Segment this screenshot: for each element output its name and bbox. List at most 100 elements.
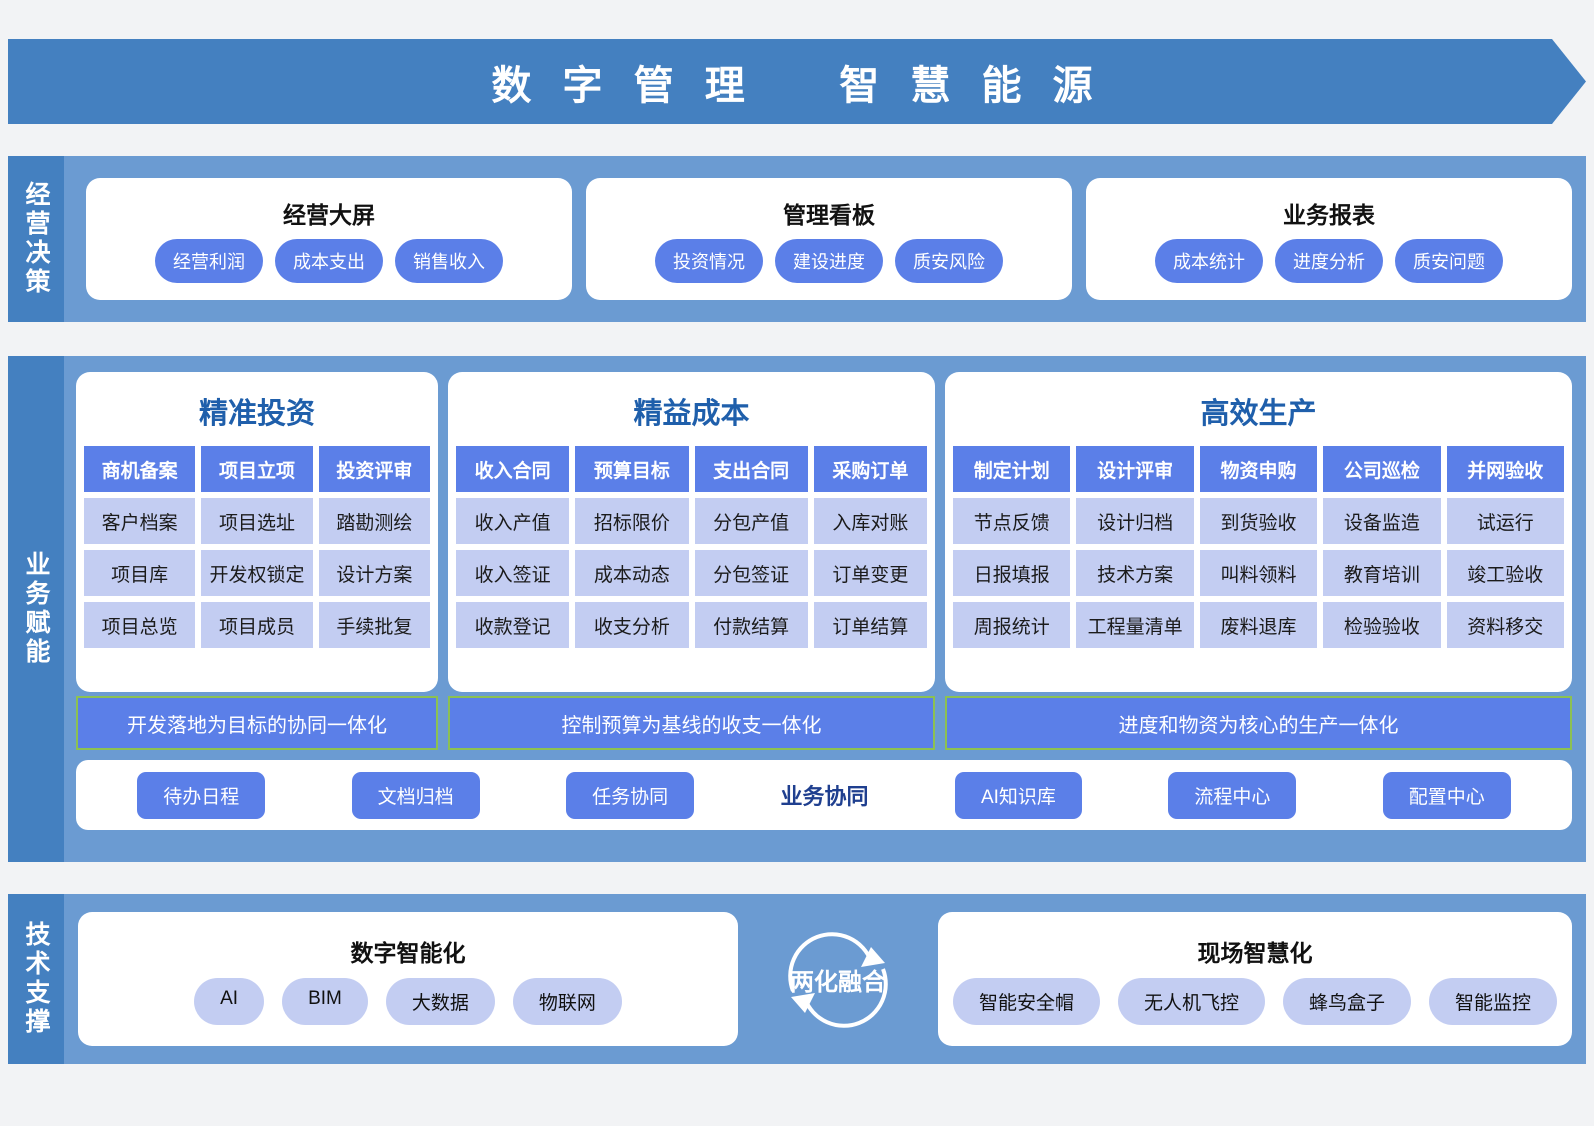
tech-card-digital-title: 数字智能化 bbox=[350, 939, 466, 966]
tech-card-row: 数字智能化 AI BIM 大数据物联网 两化融合 现场智慧化 智能安全帽无人机飞控蜂… bbox=[78, 912, 1572, 1046]
enablement-card: 高效生产制定计划设计评审物资申购公司巡检并网验收节点反馈设计归档到货验收设备监造… bbox=[945, 372, 1572, 692]
enablement-grid-header[interactable]: 并网验收 bbox=[1446, 446, 1564, 492]
sync-circular-arrows-icon bbox=[788, 932, 888, 1028]
enablement-grid-cell[interactable]: 招标限价 bbox=[575, 498, 689, 544]
enablement-grid-header[interactable]: 设计评审 bbox=[1076, 446, 1194, 492]
enablement-grid-header[interactable]: 商机备案 bbox=[84, 446, 196, 492]
collaboration-button[interactable]: 文档归档 bbox=[351, 771, 480, 819]
collaboration-button[interactable]: 任务协同 bbox=[566, 771, 695, 819]
decision-card-title: 经营大屏 bbox=[283, 201, 375, 228]
enablement-grid-header[interactable]: 支出合同 bbox=[694, 446, 808, 492]
enablement-grid-cell[interactable]: 节点反馈 bbox=[953, 498, 1071, 544]
tech-pill[interactable]: 智能安全帽 bbox=[952, 977, 1100, 1025]
enablement-grid-cell[interactable]: 竣工验收 bbox=[1446, 550, 1564, 596]
enablement-grid-cell[interactable]: 技术方案 bbox=[1076, 550, 1194, 596]
decision-card-pills: 投资情况建设进度质安风险 bbox=[655, 238, 1003, 283]
fusion-badge: 两化融合 bbox=[748, 912, 928, 1046]
enablement-grid-cell[interactable]: 项目总览 bbox=[84, 602, 196, 648]
page-title: 数 字 管 理 智 慧 能 源 bbox=[491, 63, 1103, 108]
enablement-grid-cell[interactable]: 客户档案 bbox=[84, 498, 196, 544]
enablement-grid-cell[interactable]: 工程量清单 bbox=[1076, 602, 1194, 648]
enablement-card-row: 精准投资商机备案项目立项投资评审客户档案项目选址踏勘测绘项目库开发权锁定设计方案… bbox=[76, 372, 1572, 692]
enablement-grid-cell[interactable]: 订单变更 bbox=[813, 550, 927, 596]
enablement-grid: 收入合同预算目标支出合同采购订单收入产值招标限价分包产值入库对账收入签证成本动态… bbox=[448, 446, 935, 658]
tech-card-site-title: 现场智慧化 bbox=[1197, 939, 1313, 966]
enablement-grid-cell[interactable]: 教育培训 bbox=[1323, 550, 1441, 596]
decision-pill[interactable]: 质安问题 bbox=[1395, 238, 1503, 283]
enablement-grid-cell[interactable]: 付款结算 bbox=[694, 602, 808, 648]
section-decision-rail-label: 经营决策 bbox=[8, 156, 64, 322]
enablement-grid-cell[interactable]: 设计方案 bbox=[318, 550, 430, 596]
enablement-grid-cell[interactable]: 设备监造 bbox=[1323, 498, 1441, 544]
enablement-grid-header[interactable]: 公司巡检 bbox=[1323, 446, 1441, 492]
decision-pill[interactable]: 成本支出 bbox=[275, 238, 383, 283]
collaboration-button[interactable]: 配置中心 bbox=[1382, 771, 1511, 819]
tech-pill[interactable]: 物联网 bbox=[512, 977, 622, 1025]
collaboration-button[interactable]: AI知识库 bbox=[954, 771, 1082, 819]
collaboration-button[interactable]: 流程中心 bbox=[1168, 771, 1297, 819]
section-decision: 经营决策 经营大屏经营利润成本支出销售收入管理看板投资情况建设进度质安风险业务报… bbox=[8, 156, 1586, 322]
enablement-grid-cell[interactable]: 项目选址 bbox=[201, 498, 313, 544]
enablement-grid-header[interactable]: 预算目标 bbox=[575, 446, 689, 492]
enablement-grid-cell[interactable]: 踏勘测绘 bbox=[318, 498, 430, 544]
decision-pill[interactable]: 销售收入 bbox=[395, 238, 503, 283]
tech-pill[interactable]: 大数据 bbox=[385, 977, 495, 1025]
tech-pill[interactable]: 蜂鸟盒子 bbox=[1283, 977, 1412, 1025]
decision-pill[interactable]: 投资情况 bbox=[655, 238, 763, 283]
tech-pill[interactable]: 无人机飞控 bbox=[1117, 977, 1265, 1025]
enablement-grid-cell[interactable]: 入库对账 bbox=[813, 498, 927, 544]
enablement-grid-cell[interactable]: 周报统计 bbox=[953, 602, 1071, 648]
tech-pill[interactable]: BIM bbox=[282, 977, 368, 1025]
enablement-grid-cell[interactable]: 成本动态 bbox=[575, 550, 689, 596]
enablement-grid-cell[interactable]: 设计归档 bbox=[1076, 498, 1194, 544]
enablement-grid-cell[interactable]: 手续批复 bbox=[318, 602, 430, 648]
enablement-grid-cell[interactable]: 检验验收 bbox=[1323, 602, 1441, 648]
section-enablement: 业务赋能 精准投资商机备案项目立项投资评审客户档案项目选址踏勘测绘项目库开发权锁… bbox=[8, 356, 1586, 862]
enablement-grid-cell[interactable]: 项目成员 bbox=[201, 602, 313, 648]
enablement-grid-cell[interactable]: 项目库 bbox=[84, 550, 196, 596]
enablement-grid-cell[interactable]: 叫料领料 bbox=[1199, 550, 1318, 596]
enablement-grid-header[interactable]: 收入合同 bbox=[456, 446, 570, 492]
collaboration-button[interactable]: 待办日程 bbox=[137, 771, 266, 819]
enablement-grid-cell[interactable]: 日报填报 bbox=[953, 550, 1071, 596]
page-banner: 数 字 管 理 智 慧 能 源 bbox=[8, 39, 1586, 124]
enablement-grid-header[interactable]: 采购订单 bbox=[813, 446, 927, 492]
enablement-grid: 制定计划设计评审物资申购公司巡检并网验收节点反馈设计归档到货验收设备监造试运行日… bbox=[945, 446, 1572, 658]
enablement-grid-cell[interactable]: 废料退库 bbox=[1199, 602, 1318, 648]
decision-pill[interactable]: 质安风险 bbox=[895, 238, 1003, 283]
tech-pill[interactable]: 智能监控 bbox=[1429, 977, 1558, 1025]
integration-bar: 开发落地为目标的协同一体化 bbox=[76, 696, 438, 750]
decision-pill[interactable]: 进度分析 bbox=[1275, 238, 1383, 283]
decision-card: 管理看板投资情况建设进度质安风险 bbox=[586, 178, 1072, 300]
enablement-grid-cell[interactable]: 收入签证 bbox=[456, 550, 570, 596]
decision-pill[interactable]: 成本统计 bbox=[1155, 238, 1263, 283]
enablement-card: 精准投资商机备案项目立项投资评审客户档案项目选址踏勘测绘项目库开发权锁定设计方案… bbox=[76, 372, 438, 692]
enablement-grid-cell[interactable]: 分包签证 bbox=[694, 550, 808, 596]
enablement-grid-header[interactable]: 项目立项 bbox=[201, 446, 313, 492]
enablement-grid-cell[interactable]: 收支分析 bbox=[575, 602, 689, 648]
enablement-grid-cell[interactable]: 资料移交 bbox=[1446, 602, 1564, 648]
enablement-grid-cell[interactable]: 订单结算 bbox=[813, 602, 927, 648]
tech-card-digital-pills: AI BIM 大数据物联网 bbox=[194, 977, 622, 1025]
enablement-grid-cell[interactable]: 开发权锁定 bbox=[201, 550, 313, 596]
enablement-grid-cell[interactable]: 到货验收 bbox=[1199, 498, 1318, 544]
decision-pill[interactable]: 经营利润 bbox=[155, 238, 263, 283]
section-tech-body: 数字智能化 AI BIM 大数据物联网 两化融合 现场智慧化 智能安全帽无人机飞控蜂… bbox=[64, 894, 1586, 1064]
enablement-grid-header[interactable]: 制定计划 bbox=[953, 446, 1071, 492]
decision-card-pills: 经营利润成本支出销售收入 bbox=[155, 238, 503, 283]
decision-card: 经营大屏经营利润成本支出销售收入 bbox=[86, 178, 572, 300]
decision-card-pills: 成本统计进度分析质安问题 bbox=[1155, 238, 1503, 283]
enablement-grid-header[interactable]: 物资申购 bbox=[1199, 446, 1318, 492]
enablement-card-title: 高效生产 bbox=[1200, 398, 1317, 430]
fusion-label: 两化融合 bbox=[790, 968, 886, 996]
enablement-grid-cell[interactable]: 收款登记 bbox=[456, 602, 570, 648]
tech-pill[interactable]: AI bbox=[194, 977, 265, 1025]
enablement-card-title: 精益成本 bbox=[633, 398, 750, 430]
enablement-grid-header[interactable]: 投资评审 bbox=[318, 446, 430, 492]
decision-pill[interactable]: 建设进度 bbox=[775, 238, 883, 283]
enablement-grid-cell[interactable]: 收入产值 bbox=[456, 498, 570, 544]
enablement-grid-cell[interactable]: 试运行 bbox=[1446, 498, 1564, 544]
collaboration-label: 业务协同 bbox=[780, 784, 869, 809]
enablement-grid-cell[interactable]: 分包产值 bbox=[694, 498, 808, 544]
